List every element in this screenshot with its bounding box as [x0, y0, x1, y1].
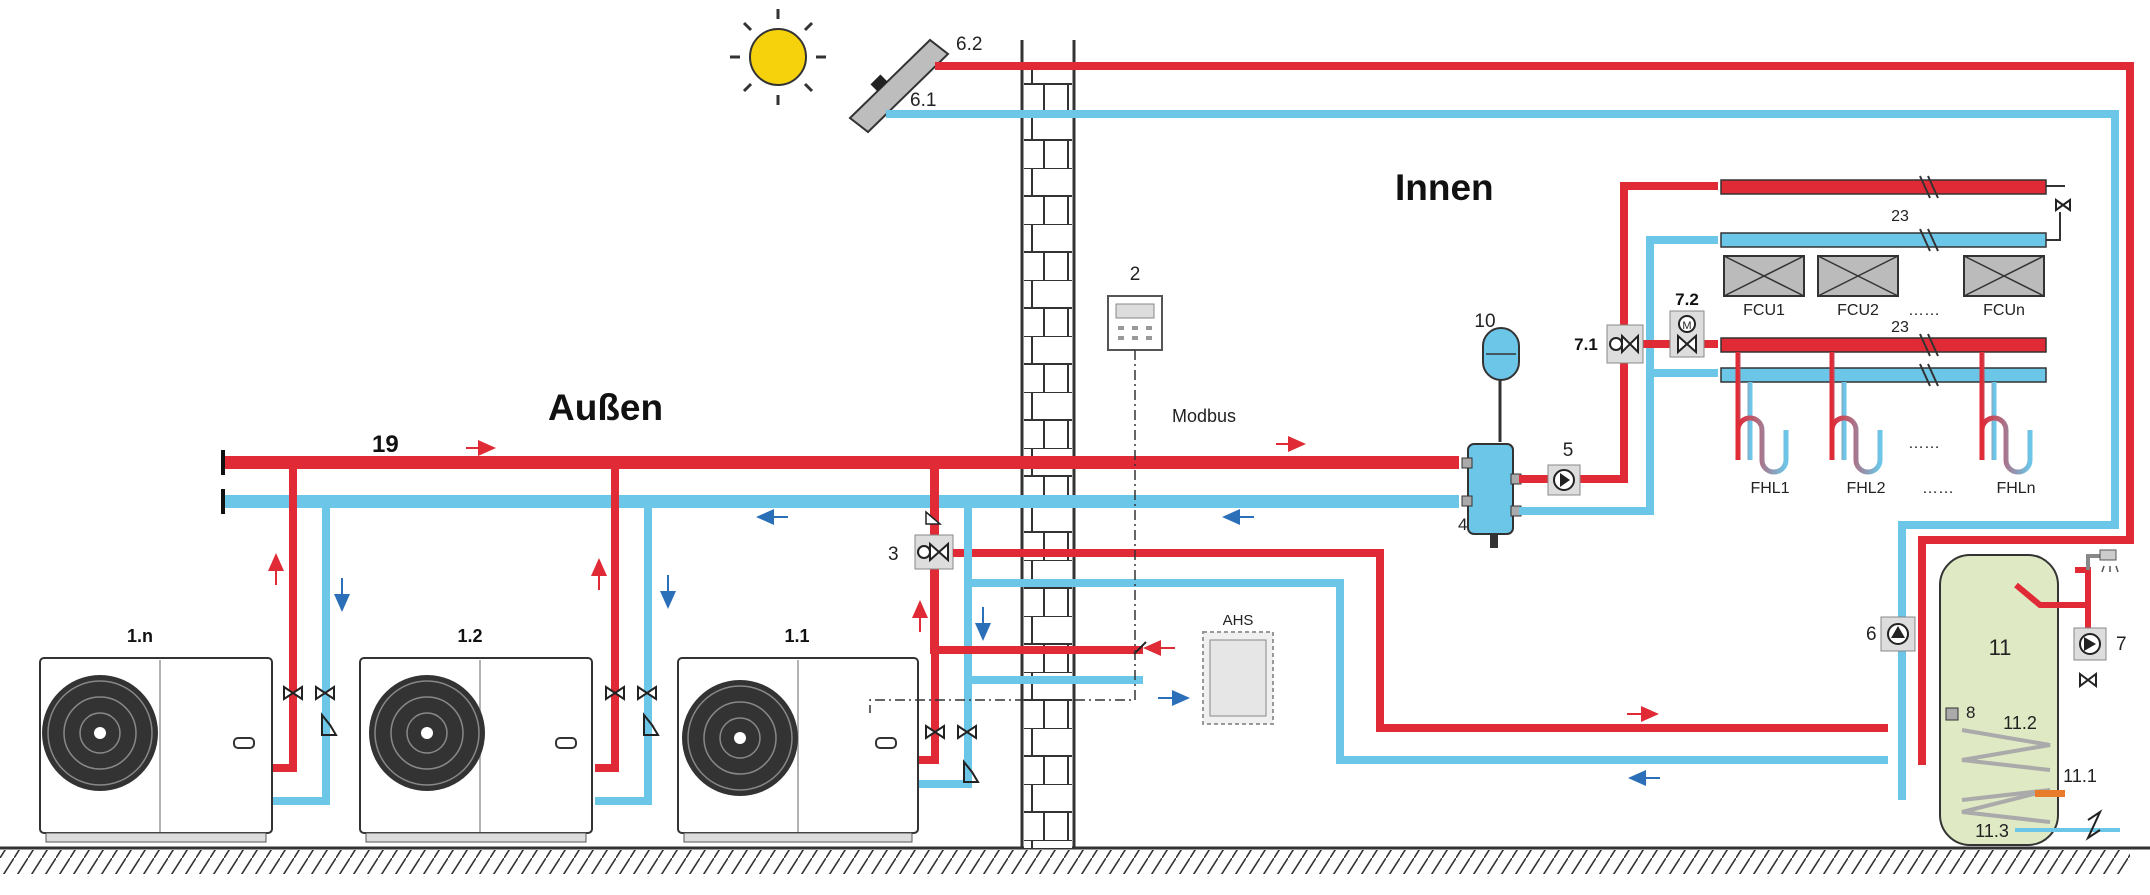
label-tank-10: 10	[1474, 311, 1495, 332]
fhl-dots-mid: ……	[1908, 435, 1940, 452]
pump-icon	[1547, 464, 1581, 496]
label-modbus: Modbus	[1172, 406, 1236, 426]
svg-text:M: M	[1682, 320, 1691, 332]
label-solar-supply: 6.2	[956, 34, 982, 55]
label-valve-3: 3	[888, 544, 899, 565]
check-valve-icon	[2079, 672, 2097, 688]
label-manifold-bottom: 23	[1891, 319, 1909, 336]
sun-icon	[730, 9, 826, 105]
label-ahs: AHS	[1223, 612, 1254, 629]
outdoor-unit-1n	[39, 657, 273, 843]
label-manifold-top: 23	[1891, 208, 1909, 225]
ahs-unit	[1202, 631, 1274, 725]
zone-outside-label: Außen	[548, 387, 663, 428]
label-coil-111: 11.1	[2063, 766, 2097, 786]
motor-valve-icon: M	[1669, 310, 1705, 358]
fan-icon	[42, 675, 158, 791]
ahs-supply-pipe	[930, 468, 1143, 654]
label-pump-7: 7	[2116, 634, 2127, 655]
main-return-line	[221, 489, 1459, 514]
label-valve-72: 7.2	[1675, 290, 1699, 309]
solar-supply-pipe	[935, 62, 2134, 765]
label-fhln: FHLn	[1996, 480, 2035, 497]
three-way-valve-icon	[914, 534, 954, 570]
pump-icon	[1880, 616, 1916, 652]
fan-icon	[369, 675, 485, 791]
fhl-manifold	[1720, 333, 2047, 387]
cold-water-inlet-icon	[2085, 809, 2103, 841]
label-dhw-tank: 11	[1989, 635, 2012, 660]
three-way-valve-icon	[1606, 324, 1644, 364]
dhw-return-pipe	[964, 505, 1888, 764]
label-sensor-8: 8	[1966, 703, 1975, 722]
label-coil-112: 11.2	[2003, 713, 2037, 733]
buffer-tank-icon	[1461, 443, 1522, 548]
pump-icon	[2073, 627, 2107, 661]
label-unit-n: 1.n	[127, 626, 153, 646]
dhw-supply-pipe	[953, 549, 1888, 732]
label-pump-6: 6	[1866, 624, 1877, 645]
outdoor-unit-12	[359, 657, 593, 843]
zone-inside-label: Innen	[1395, 167, 1494, 208]
label-valve-71: 7.1	[1574, 335, 1598, 354]
solar-panel-icon	[848, 38, 950, 134]
label-fhl-dots: ……	[1922, 480, 1954, 497]
ground	[0, 846, 2150, 874]
modbus-line	[869, 350, 1136, 713]
label-controller: 2	[1130, 264, 1141, 285]
label-main-line: 19	[372, 431, 399, 458]
label-fcu-dots: ……	[1908, 302, 1940, 319]
main-supply-line	[221, 450, 1459, 475]
shower-icon	[2086, 549, 2119, 573]
label-pump-5: 5	[1563, 440, 1574, 461]
label-fhl1: FHL1	[1750, 480, 1789, 497]
ball-valve-icon	[283, 685, 977, 740]
label-fhl2: FHL2	[1846, 480, 1885, 497]
brick-wall	[1020, 40, 1076, 848]
fhl-loops	[1735, 352, 2033, 475]
label-fcun: FCUn	[1983, 302, 2025, 319]
check-valve-icon	[925, 510, 943, 525]
fan-icon	[682, 680, 798, 796]
label-solar-return: 6.1	[910, 90, 936, 111]
dhw-tank	[1939, 554, 2120, 846]
controller-icon	[1107, 295, 1163, 351]
outdoor-unit-11	[677, 657, 919, 843]
fcu-units	[1723, 255, 2045, 297]
label-buffer-4: 4	[1458, 515, 1467, 534]
strainer-icon	[321, 712, 980, 783]
fcu-manifold	[1720, 175, 2071, 252]
label-unit-1: 1.1	[784, 626, 809, 646]
label-coil-113: 11.3	[1975, 821, 2009, 841]
label-fcu1: FCU1	[1743, 302, 1785, 319]
expansion-tank-icon	[1482, 327, 1520, 381]
label-unit-2: 1.2	[457, 626, 482, 646]
label-fcu2: FCU2	[1837, 302, 1879, 319]
